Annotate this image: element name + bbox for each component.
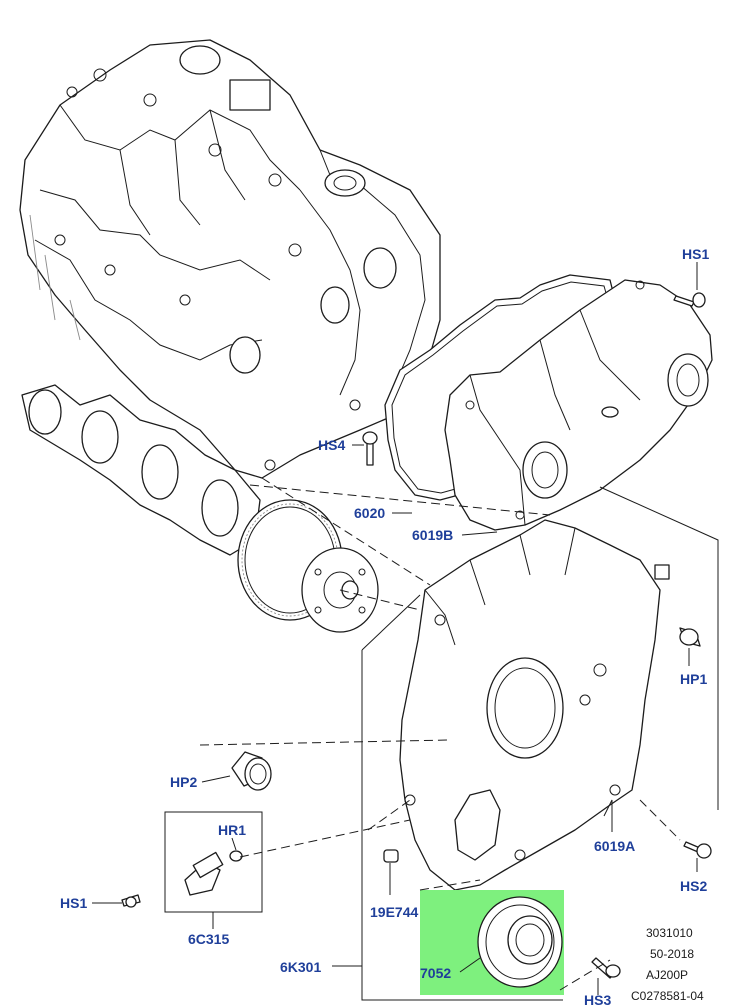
label-6019a: 6019A (594, 838, 635, 854)
ref-line-3: AJ200P (646, 968, 688, 982)
label-hp2: HP2 (170, 774, 197, 790)
label-6019b: 6019B (412, 527, 453, 543)
ref-line-4: C0278581-04 (631, 989, 704, 1003)
bolt-hs3 (591, 957, 621, 979)
label-hp1: HP1 (680, 671, 707, 687)
label-hs2: HS2 (680, 878, 707, 894)
crankshaft-illustration (21, 384, 261, 556)
bolt-hs4 (362, 431, 378, 466)
label-hs1-top: HS1 (682, 246, 709, 262)
label-hs4: HS4 (318, 437, 345, 453)
sensor-detail-box (121, 811, 263, 913)
engine-block-illustration (19, 39, 441, 479)
upper-timing-cover-6019b (444, 279, 713, 531)
label-hs3: HS3 (584, 992, 611, 1008)
plug-hp2 (231, 751, 272, 791)
label-hr1: HR1 (218, 822, 246, 838)
ref-line-1: 3031010 (646, 926, 693, 940)
plug-hp1 (679, 627, 701, 647)
dowel-19e744 (383, 849, 399, 863)
leader-lines (92, 262, 719, 1001)
alignment-lines (199, 477, 681, 991)
reference-codes: 3031010 50-2018 AJ200P C0278581-04 (631, 926, 704, 1003)
label-6c315: 6C315 (188, 931, 229, 947)
bolt-hs1-top (673, 292, 706, 308)
lower-timing-cover-6019a (399, 519, 670, 891)
label-6020: 6020 (354, 505, 385, 521)
label-hs1-left: HS1 (60, 895, 87, 911)
crankshaft-seal-7052 (477, 896, 563, 988)
label-19e744: 19E744 (370, 904, 418, 920)
part-labels: HS1 HS4 6020 6019B HP1 HP2 HR1 HS1 6C315… (60, 246, 709, 1008)
label-6k301: 6K301 (280, 959, 321, 975)
ref-line-2: 50-2018 (650, 947, 694, 961)
bolt-hs2 (683, 841, 712, 859)
label-7052: 7052 (420, 965, 451, 981)
